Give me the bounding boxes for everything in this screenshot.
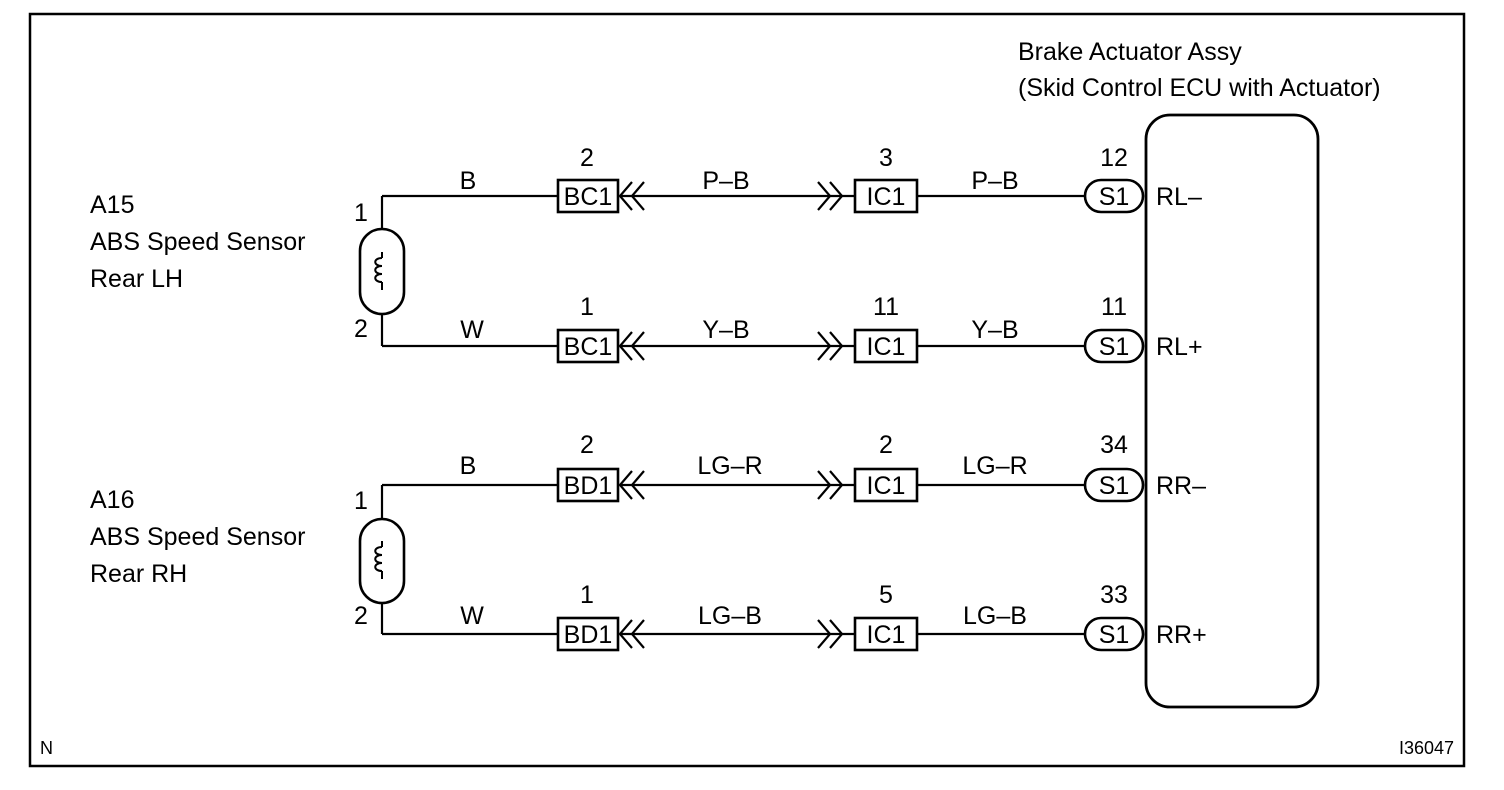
ecu-connector-label: S1: [1099, 621, 1130, 649]
wire-color: P–B: [971, 167, 1018, 195]
sensor-a15: A15 ABS Speed Sensor Rear LH 1 2: [90, 191, 406, 346]
sensor-position: Rear RH: [90, 560, 187, 588]
wire-color: LG–R: [962, 452, 1027, 480]
ecu-terminal: RR–: [1156, 472, 1206, 500]
connector-box: [556, 616, 620, 652]
wire-color: W: [460, 316, 484, 344]
connector-box: [556, 328, 620, 364]
connector-box: [556, 178, 620, 214]
connector-pin: 1: [580, 293, 594, 321]
circuit-row-rl-minus: B 2 BC1 P–B 3 IC1 P–B 12 S1 RL–: [382, 144, 1202, 214]
ecu-terminal: RR+: [1156, 621, 1207, 649]
connector-label: IC1: [867, 621, 906, 649]
sensor-body: [358, 517, 406, 605]
sensor-name: ABS Speed Sensor: [90, 228, 305, 256]
connector-label: BD1: [564, 472, 613, 500]
sensor-a16: A16 ABS Speed Sensor Rear RH 1 2: [90, 485, 406, 634]
connector-pin: 11: [1101, 293, 1127, 321]
ecu-connector-label: S1: [1099, 183, 1130, 211]
connector-pin: 2: [580, 144, 594, 172]
connector-label: IC1: [867, 472, 906, 500]
circuit-row-rl-plus: W 1 BC1 Y–B 11 IC1 Y–B 11 S1 RL+: [382, 293, 1203, 364]
ecu-body: [1144, 113, 1320, 709]
corner-marker-left: N: [40, 738, 53, 758]
connector-box: [853, 467, 919, 503]
sensor-pin-top: 1: [354, 199, 368, 227]
ecu-connector: [1083, 616, 1145, 652]
connector-pin: 1: [580, 581, 594, 609]
wire-color: B: [460, 452, 477, 480]
ecu-connector: [1083, 178, 1145, 214]
circuit-row-rr-plus: W 1 BD1 LG–B 5 IC1 LG–B 33 S1 RR+: [382, 581, 1207, 652]
connector-label: BC1: [564, 183, 613, 211]
connector-box: [853, 328, 919, 364]
wire-color: W: [460, 602, 484, 630]
coil-icon: [374, 252, 383, 290]
connector-pin: 33: [1100, 581, 1128, 609]
sensor-code: A16: [90, 486, 134, 514]
connector-box: [556, 467, 620, 503]
wire-color: B: [460, 167, 477, 195]
wire-color: LG–B: [698, 602, 762, 630]
diagram-frame: [28, 12, 1466, 768]
ecu-title: Brake Actuator Assy: [1018, 38, 1242, 66]
connector-right-icon: [817, 181, 844, 211]
sensor-body: [358, 227, 406, 316]
wire-color: LG–R: [697, 452, 762, 480]
ecu-connector: [1083, 328, 1145, 364]
figure-id: I36047: [1399, 738, 1454, 758]
wire-color: Y–B: [971, 316, 1018, 344]
coil-icon: [374, 541, 383, 579]
connector-right-icon: [817, 619, 844, 649]
circuit-row-rr-minus: B 2 BD1 LG–R 2 IC1 LG–R 34 S1 RR–: [382, 431, 1206, 503]
ecu-connector: [1083, 467, 1145, 503]
connector-pin: 5: [879, 581, 893, 609]
connector-pin: 34: [1100, 431, 1128, 459]
ecu-terminal: RL–: [1156, 183, 1202, 211]
sensor-position: Rear LH: [90, 265, 183, 293]
connector-pin: 2: [879, 431, 893, 459]
wire-color: P–B: [702, 167, 749, 195]
connector-right-icon: [817, 470, 844, 500]
connector-label: BC1: [564, 333, 613, 361]
wire-color: Y–B: [702, 316, 749, 344]
connector-label: IC1: [867, 183, 906, 211]
connector-right-icon: [817, 331, 844, 361]
sensor-pin-top: 1: [354, 487, 368, 515]
ecu-terminal: RL+: [1156, 333, 1203, 361]
connector-label: BD1: [564, 621, 613, 649]
ecu-subtitle: (Skid Control ECU with Actuator): [1018, 74, 1381, 102]
ecu-connector-label: S1: [1099, 333, 1130, 361]
connector-label: IC1: [867, 333, 906, 361]
connector-pin: 3: [879, 144, 893, 172]
connector-pin: 11: [873, 293, 899, 321]
sensor-pin-bottom: 2: [354, 315, 368, 343]
connector-box: [853, 616, 919, 652]
sensor-code: A15: [90, 191, 134, 219]
ecu-connector-label: S1: [1099, 472, 1130, 500]
sensor-name: ABS Speed Sensor: [90, 523, 305, 551]
sensor-pin-bottom: 2: [354, 602, 368, 630]
wire-color: LG–B: [963, 602, 1027, 630]
connector-pin: 12: [1100, 144, 1128, 172]
connector-pin: 2: [580, 431, 594, 459]
